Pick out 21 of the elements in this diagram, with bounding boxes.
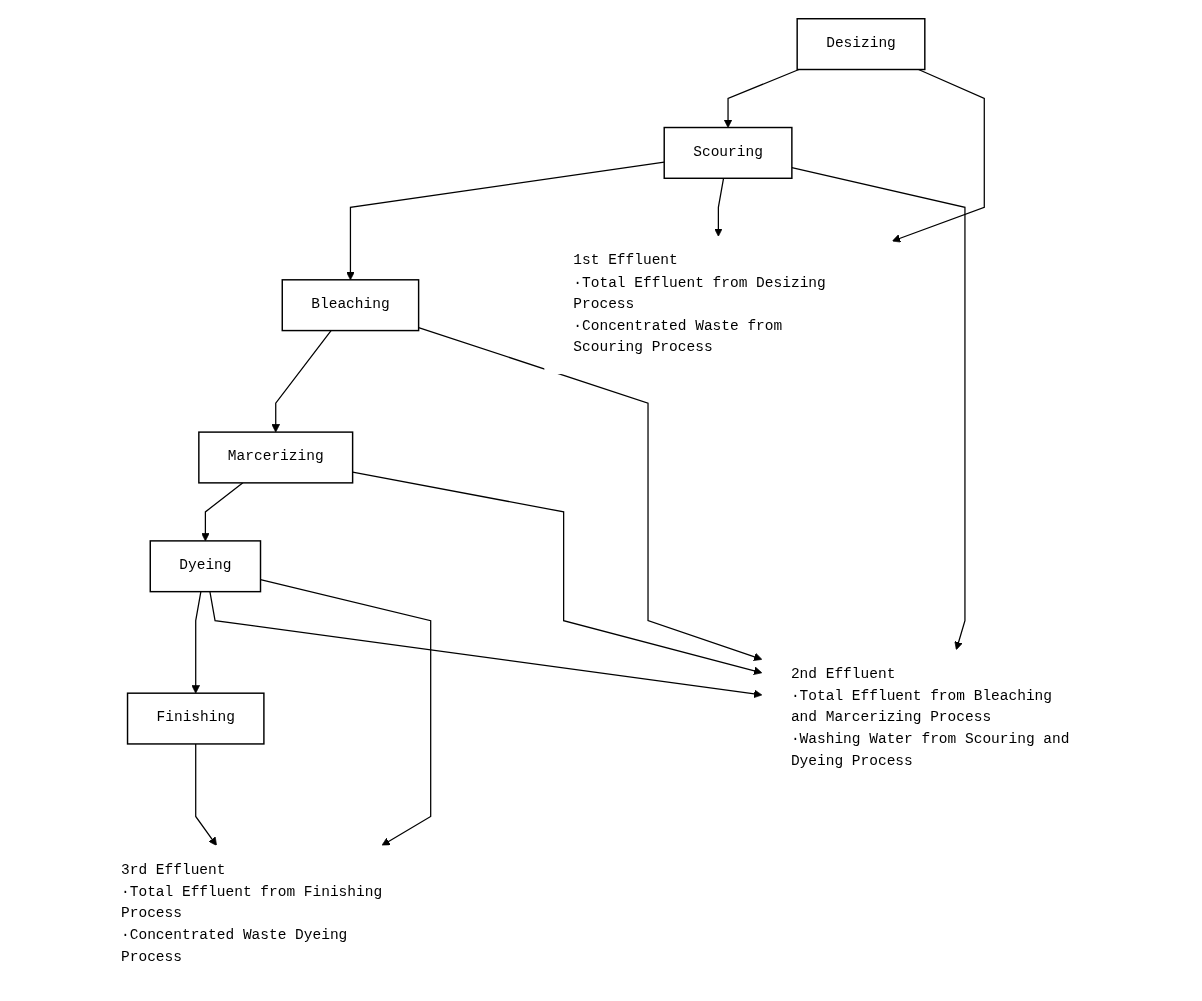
arrow	[892, 68, 985, 242]
arrow	[195, 742, 217, 846]
arrow	[209, 590, 763, 698]
arrow	[791, 166, 966, 650]
node-box: Finishing	[126, 691, 265, 745]
node-box: Scouring	[663, 126, 793, 179]
arrow	[723, 68, 800, 128]
node-text: 3rd Effluent ·Total Effluent from Finishing Process ·Concentrated Waste Dyeing Process	[121, 861, 383, 965]
arrow	[714, 177, 725, 237]
arrow	[418, 326, 763, 661]
node-box: Bleaching	[281, 278, 420, 331]
arrow	[201, 481, 244, 541]
node-box: Dyeing	[149, 539, 262, 592]
node-box: Marcerizing	[198, 430, 354, 484]
node-box: Desizing	[796, 17, 926, 70]
node-text: 1st Effluent ·Total Effluent from Desizing Process ·Concentrated Waste from Scouring Process	[573, 252, 826, 356]
arrow	[191, 590, 202, 694]
arrow	[271, 329, 332, 432]
arrow	[346, 160, 665, 280]
arrow	[352, 470, 763, 675]
node-text: 2nd Effluent ·Total Effluent from Bleaching and Marcerizing Process ·Washing Water from Scouring and Dyeing Process	[790, 665, 1070, 770]
